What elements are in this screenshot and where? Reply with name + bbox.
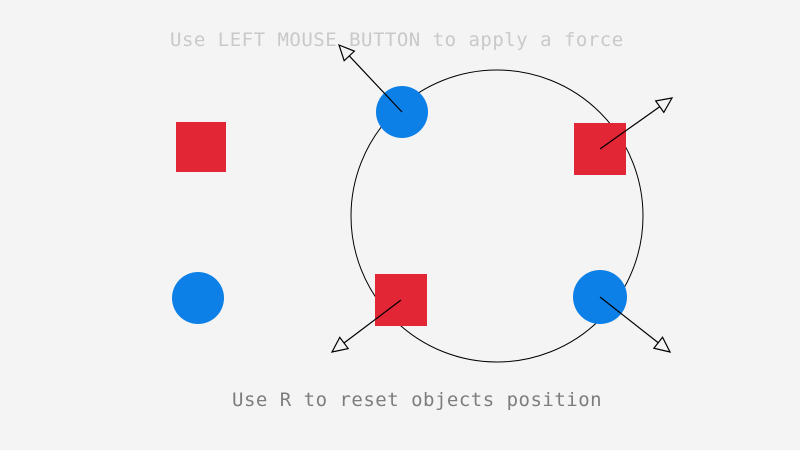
constraint-circle	[350, 69, 644, 363]
force-vector-circle-top	[338, 43, 403, 113]
body-square-free-left[interactable]	[176, 122, 226, 172]
force-vector-square-right	[599, 97, 674, 150]
body-circle-free-left[interactable]	[172, 272, 224, 324]
force-vector-square-bottom	[330, 299, 402, 353]
hint-apply-force-label: Use LEFT MOUSE BUTTON to apply a force	[170, 29, 624, 51]
hint-reset-label: Use R to reset objects position	[232, 389, 603, 411]
force-vector-circle-bottom-right	[599, 296, 672, 353]
